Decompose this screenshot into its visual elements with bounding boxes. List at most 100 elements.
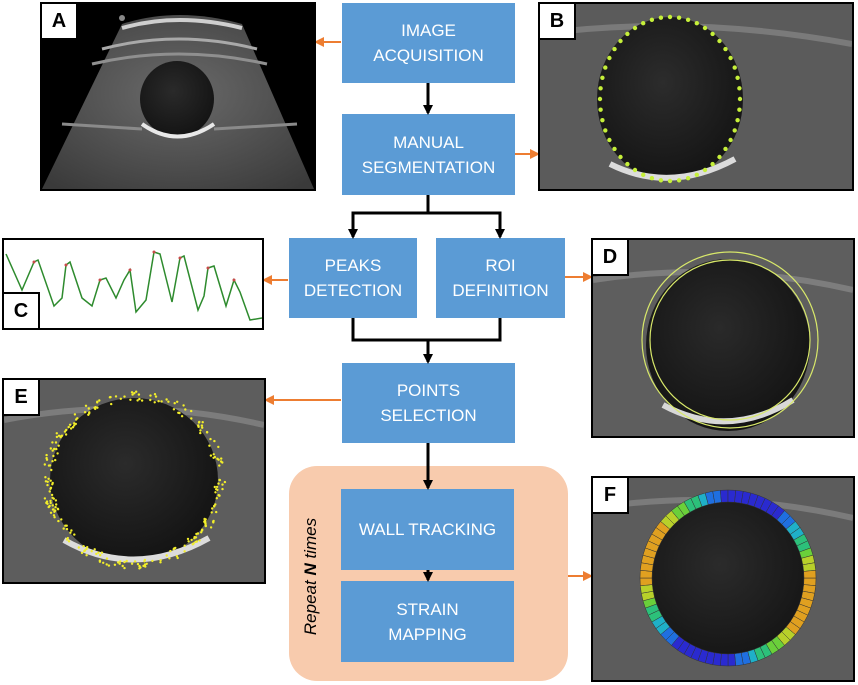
tracked-point [176, 400, 179, 403]
tracked-point [204, 518, 207, 521]
tracked-point [44, 476, 47, 479]
tracked-point [85, 547, 88, 551]
segmentation-dot [618, 154, 623, 160]
tracked-point [53, 516, 56, 519]
tracked-point [50, 493, 54, 497]
tracked-point [136, 399, 139, 402]
tracked-point [183, 544, 186, 547]
tracked-point [56, 507, 59, 510]
tracked-point [201, 426, 204, 429]
tracked-point [46, 480, 49, 483]
tracked-point [110, 402, 113, 406]
tracked-point [113, 563, 117, 566]
step-manual-segmentation: MANUAL SEGMENTATION [342, 114, 515, 195]
panel-f-label: F [593, 478, 629, 514]
tracked-point [212, 519, 215, 523]
tracked-point [193, 535, 196, 539]
tracked-point [105, 563, 108, 566]
segmentation-dot [612, 146, 617, 152]
tracked-point [55, 435, 59, 439]
tracked-point [105, 557, 109, 560]
segmentation-dot [667, 14, 673, 20]
tracked-point [138, 397, 141, 401]
tracked-point [208, 444, 211, 447]
tracked-point [94, 406, 97, 409]
segmentation-dot [710, 31, 715, 37]
tracked-point [62, 527, 65, 530]
tracked-point [165, 398, 168, 401]
segmentation-dot [702, 167, 708, 173]
segmentation-dot [603, 128, 608, 133]
tracked-point [116, 561, 120, 564]
tracked-point [213, 455, 217, 459]
tracked-point [184, 408, 187, 411]
tracked-point [114, 395, 118, 398]
tracked-point [167, 400, 170, 403]
tracked-point [153, 393, 157, 396]
segmentation-dot [694, 21, 699, 26]
tracked-point [121, 564, 124, 568]
panel-c-peaks-signal: C [2, 238, 264, 330]
tracked-point [149, 394, 152, 397]
tracked-point [190, 538, 193, 542]
tracked-point [57, 519, 60, 523]
tracked-point [169, 549, 172, 553]
tracked-point [64, 524, 67, 527]
tracked-point [220, 457, 223, 460]
segmentation-dot [641, 21, 646, 26]
tracked-point [137, 393, 141, 396]
tracked-point [177, 411, 180, 414]
step-wall-tracking: WALL TRACKING [341, 489, 514, 570]
tracked-point [192, 542, 195, 545]
tracked-point [135, 390, 138, 393]
tracked-point [187, 540, 190, 543]
tracked-point [138, 564, 141, 568]
tracked-point [218, 478, 221, 482]
strain-cell [639, 577, 653, 586]
segmentation-dot [728, 137, 733, 143]
tracked-point [118, 562, 121, 565]
tracked-point [183, 550, 186, 553]
tracked-point [93, 548, 96, 551]
tracked-point [70, 529, 73, 532]
tracked-point [123, 560, 126, 564]
tracked-point [95, 552, 98, 556]
panel-d-roi-image: D [591, 238, 855, 438]
tracked-point [211, 507, 214, 510]
segmentation-dot [737, 107, 742, 112]
tracked-point [190, 409, 193, 413]
segmentation-dot [607, 137, 612, 143]
segmentation-dot [607, 55, 612, 61]
tracked-point [47, 464, 51, 467]
panel-d-label: D [593, 240, 629, 276]
tracked-point [96, 406, 99, 409]
tracked-point [51, 449, 54, 452]
segmentation-dot [685, 176, 691, 181]
tracked-point [143, 558, 147, 562]
tracked-point [213, 439, 216, 443]
tracked-point [144, 565, 147, 568]
tracked-point [210, 511, 213, 514]
tracked-point [53, 447, 56, 451]
tracked-point [87, 413, 90, 416]
tracked-point [76, 417, 79, 420]
tracked-point [49, 499, 52, 503]
segmentation-dot [658, 178, 664, 183]
tracked-point [201, 421, 204, 424]
tracked-point [119, 397, 123, 400]
segmentation-dot [710, 161, 715, 167]
tracked-point [153, 401, 156, 404]
segmentation-dot [649, 176, 655, 181]
tracked-point [145, 562, 148, 565]
tracked-point [69, 427, 73, 430]
tracked-point [176, 556, 179, 560]
tracked-point [77, 546, 81, 549]
tracked-point [47, 477, 50, 480]
segmentation-dot [685, 17, 691, 22]
tracked-point [175, 555, 179, 558]
tracked-point [54, 499, 58, 502]
tracked-point [217, 458, 220, 461]
tracked-point [69, 531, 72, 534]
tracked-point [73, 422, 76, 425]
